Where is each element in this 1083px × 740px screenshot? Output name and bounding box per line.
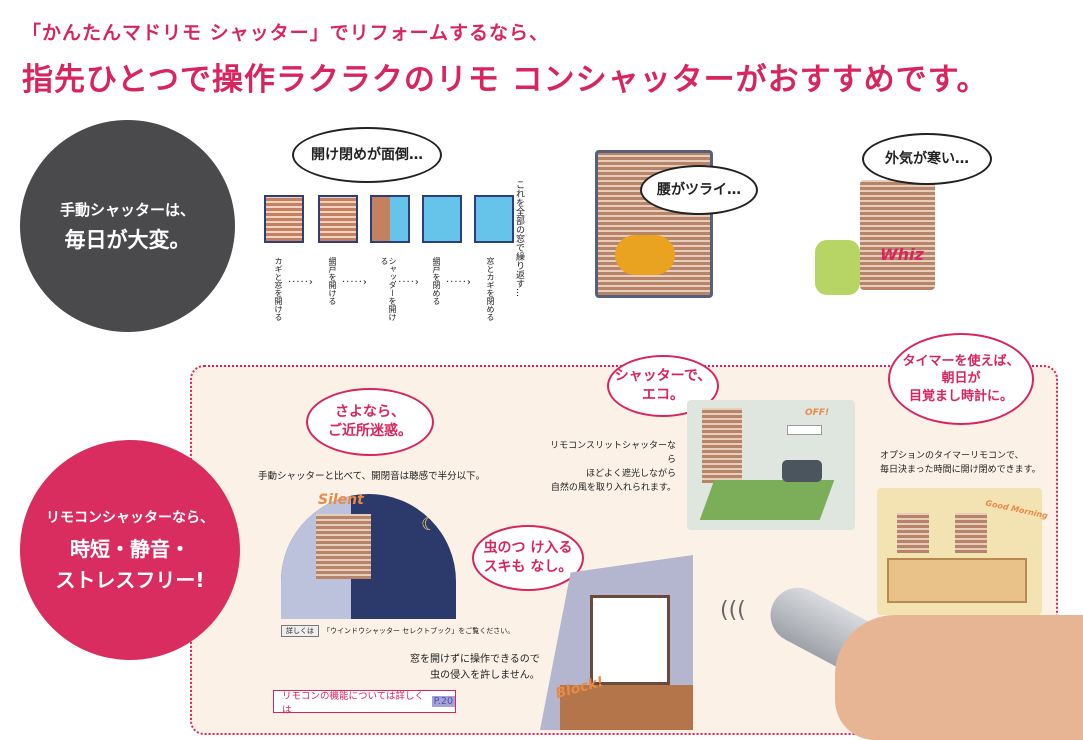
timer-illustration bbox=[877, 488, 1042, 615]
arrow-icon: ·····› bbox=[394, 277, 420, 288]
bubble-text: エコ。 bbox=[642, 387, 684, 403]
speech-bubble-bugs: 虫のつ け入るスキも なし。 bbox=[472, 525, 584, 591]
caption-line: 毎日決まった時間に開け閉めできます。 bbox=[880, 464, 1041, 475]
steps-illustration: カギと窓を開ける ·····› 網戸を開ける ·····› シャッターを開ける … bbox=[258, 195, 528, 325]
detail-text: 「ウインドウシャッター セレクトブック」をご覧ください。 bbox=[323, 627, 515, 635]
page-title: 指先ひとつで操作ラクラクのリモ コンシャッターがおすすめです。 bbox=[22, 62, 989, 98]
speech-bubble-quiet: さよなら、ご近所迷惑。 bbox=[306, 388, 434, 456]
whiz-text: Whiz bbox=[880, 245, 924, 264]
manual-circle-line2: 毎日が大変。 bbox=[64, 227, 191, 252]
remote-circle-line2: 時短・静音・ bbox=[70, 537, 190, 561]
caption-line: リモコンスリットシャッターなら bbox=[550, 441, 676, 465]
bugs-illustration bbox=[540, 555, 693, 730]
page-link[interactable]: P.20 bbox=[431, 696, 455, 707]
caption-line: 窓を開けずに操作できるので bbox=[410, 654, 540, 665]
signal-icon: ((( bbox=[720, 598, 746, 623]
quiet-caption: 手動シャッターと比べて、開閉音は聴感で半分以下。 bbox=[258, 471, 486, 482]
bubble-text: 開け閉めが面倒… bbox=[311, 146, 423, 163]
detail-tag: 詳しくは bbox=[281, 625, 319, 637]
header-line1: 「かんたんマドリモ シャッター」でリフォームするなら、 bbox=[22, 22, 550, 44]
cold-air-illustration bbox=[860, 180, 935, 290]
manual-circle: 手動シャッターは、 毎日が大変。 bbox=[20, 120, 235, 332]
bubble-text: さよなら、 bbox=[335, 404, 405, 421]
repeat-note: これを全部の窓で繰り返す… bbox=[514, 180, 524, 297]
arrow-icon: ·····› bbox=[342, 277, 368, 288]
bugs-caption: 窓を開けずに操作できるので虫の侵入を許しません。 bbox=[410, 652, 540, 683]
remote-circle-line1: リモコンシャッターなら、 bbox=[46, 510, 214, 526]
eco-caption: リモコンスリットシャッターならほどよく遮光しながら自然の風を取り入れられます。 bbox=[548, 440, 676, 496]
timer-caption: オプションのタイマーリモコンで、毎日決まった時間に開け閉めできます。 bbox=[880, 450, 1041, 478]
arrow-icon: ·····› bbox=[446, 277, 472, 288]
remote-circle: リモコンシャッターなら、 時短・静音・ ストレスフリー! bbox=[20, 440, 240, 660]
bubble-text: ご近所迷惑。 bbox=[328, 423, 412, 439]
speech-bubble-cold: 外気が寒い… bbox=[862, 133, 992, 185]
caption-line: オプションのタイマーリモコンで、 bbox=[880, 451, 1024, 461]
step-2: 網戸を開ける bbox=[328, 257, 337, 305]
speech-bubble-back: 腰がツライ… bbox=[640, 165, 758, 215]
bubble-text: シャッターで、 bbox=[614, 368, 712, 385]
caption-line: ほどよく遮光しながら bbox=[585, 468, 676, 479]
speech-bubble-timer: タイマーを使えば、朝日が目覚まし時計に。 bbox=[888, 333, 1034, 425]
speech-bubble-hassle: 開け閉めが面倒… bbox=[292, 127, 442, 183]
eco-illustration bbox=[687, 400, 855, 530]
bubble-text: 虫のつ け入る bbox=[483, 540, 573, 557]
arrow-icon: ·····› bbox=[288, 277, 314, 288]
bubble-text: タイマーを使えば、 bbox=[902, 353, 1020, 369]
manual-circle-line1: 手動シャッターは、 bbox=[59, 200, 195, 219]
caption-line: 虫の侵入を許しません。 bbox=[430, 669, 540, 681]
step-1: カギと窓を開ける bbox=[274, 257, 283, 321]
bubble-text: 目覚まし時計に。 bbox=[908, 388, 1013, 404]
step-3: シャッターを開ける bbox=[380, 257, 397, 321]
silent-text: Silent bbox=[318, 492, 364, 508]
silent-illustration: ☾ bbox=[281, 494, 456, 619]
bubble-text: 腰がツライ… bbox=[657, 181, 741, 198]
caption-line: 自然の風を取り入れられます。 bbox=[550, 482, 676, 493]
remote-circle-line3: ストレスフリー! bbox=[55, 568, 205, 592]
step-5: 窓とカギを閉める bbox=[486, 257, 495, 321]
bubble-text: 外気が寒い… bbox=[885, 150, 969, 167]
hand-image bbox=[835, 615, 1083, 740]
more-info-text: リモコンの機能については詳しくは bbox=[282, 690, 425, 716]
moon-icon: ☾ bbox=[421, 514, 438, 535]
bubble-text: 朝日が bbox=[941, 371, 981, 387]
more-info-box: リモコンの機能については詳しくは P.20 bbox=[273, 690, 456, 716]
bubble-text: スキも なし。 bbox=[483, 559, 573, 575]
step-4: 網戸を閉める bbox=[432, 257, 441, 305]
off-text: OFF! bbox=[805, 408, 830, 418]
person-figure bbox=[815, 240, 860, 295]
person-figure bbox=[615, 235, 675, 275]
